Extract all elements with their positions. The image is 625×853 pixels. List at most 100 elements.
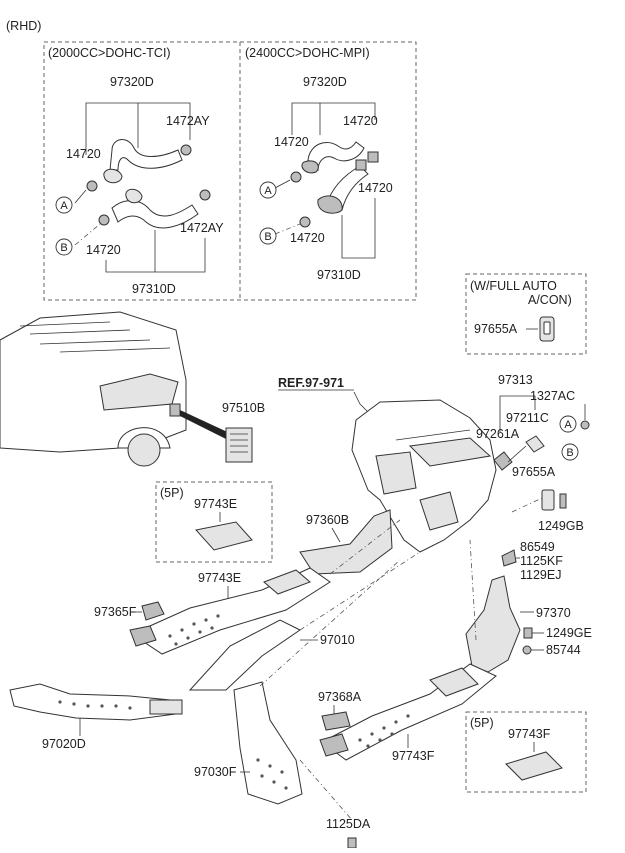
- duct-97360b: [299, 509, 393, 575]
- label-97655a: 97655A: [512, 465, 556, 479]
- vent-97510b-slats: [230, 433, 248, 453]
- fitting-link: [507, 445, 527, 463]
- duct-97370: [465, 575, 521, 673]
- clamp-14720-left-bottom-icon: [98, 214, 110, 226]
- marker-b-right: [259, 227, 277, 245]
- hose-97310d-left: [111, 200, 199, 229]
- label-97261a: 97261A: [476, 427, 520, 441]
- marker-a-left-text: A: [60, 200, 68, 212]
- screw-1125da-icon: [347, 837, 357, 849]
- hose-97320d-left: [109, 139, 183, 171]
- marker-a-unit-text: A: [564, 419, 572, 431]
- engine-boxes: (2000CC>DOHC-TCI) (2400CC>DOHC-MPI): [43, 41, 417, 301]
- label-1327ac: 1327AC: [530, 389, 575, 403]
- sensor-97655a-inner: [543, 321, 551, 335]
- marker-b-unit: [561, 443, 579, 461]
- vent-pointer: [180, 410, 236, 444]
- duct-97020d-outlet: [149, 699, 183, 715]
- ref-line-97030f: [259, 559, 401, 687]
- heater-unit-side: [375, 451, 417, 495]
- label-97365f: 97365F: [94, 605, 137, 619]
- option-box-frame: [465, 273, 587, 355]
- reference-label: REF.97-971: [278, 376, 344, 390]
- five-p-box-f: (5P) 97743F: [465, 711, 587, 793]
- grille-97368a-icon: [321, 711, 351, 731]
- leader-97310d-right: [341, 198, 376, 259]
- label-97010: 97010: [320, 633, 355, 647]
- clamp-14720-left-top-icon: [86, 180, 98, 192]
- hose-end-left-upper: [103, 168, 123, 184]
- five-p-box-e-title: (5P): [160, 486, 184, 500]
- label-97211c: 97211C: [506, 411, 549, 425]
- label-1472ay-top: 1472AY: [166, 114, 210, 128]
- heater-unit-top: [408, 437, 492, 467]
- bolt-86549-icon: [501, 549, 517, 567]
- bolt-1327ac-icon: [580, 420, 590, 430]
- label-97320d-left: 97320D: [110, 75, 154, 89]
- screw-1249gb-icon: [559, 493, 567, 509]
- vehicle-body: [0, 311, 187, 453]
- label-14720-left-top: 14720: [66, 147, 101, 161]
- hose-end-right-lower: [317, 195, 343, 214]
- heater-unit-outlet: [419, 491, 459, 531]
- engine-left-title: (2000CC>DOHC-TCI): [48, 46, 171, 60]
- marker-b-unit-text: B: [566, 447, 573, 459]
- hose-end-left-lower: [125, 188, 143, 204]
- leader-1125da: [299, 759, 353, 821]
- sensor-97655a-main-icon: [541, 489, 555, 511]
- ref-line-97360b: [329, 519, 401, 575]
- vehicle-vent-position: [169, 403, 181, 417]
- leader-marker-b-right: [274, 223, 301, 235]
- option-box-title-1: (W/FULL AUTO: [470, 279, 557, 293]
- duct-97743f-outlet: [429, 667, 479, 697]
- right-heater-hose-group: 97320D 14720 14720 14720 A B 14720 97310…: [259, 75, 393, 282]
- option-box-title-2: A/CON): [528, 293, 572, 307]
- duct-97743f-holes: [358, 714, 410, 748]
- label-97320d-right: 97320D: [303, 75, 347, 89]
- label-1249ge: 1249GE: [546, 626, 592, 640]
- marker-a-right-text: A: [264, 185, 272, 197]
- hose-97320d-right: [307, 141, 365, 172]
- label-85744: 85744: [546, 643, 581, 657]
- leader-marker-b-left: [74, 223, 101, 246]
- label-1472ay-bottom: 1472AY: [180, 221, 224, 235]
- vehicle-rear-window: [99, 373, 179, 411]
- label-97360b: 97360B: [306, 513, 349, 527]
- five-p-box-e: (5P) 97743E: [155, 481, 273, 563]
- label-97368a: 97368A: [318, 690, 362, 704]
- label-97743e: 97743E: [198, 571, 241, 585]
- fitting-97261a-icon: [493, 451, 513, 471]
- label-14720-right-a: 14720: [343, 114, 378, 128]
- vehicle-wheel: [127, 433, 161, 467]
- rear-duct-group: 97360B 97743E 97365F 97010 97020D: [9, 509, 393, 849]
- label-97743e-box: 97743E: [194, 497, 237, 511]
- option-box-part-label: 97655A: [474, 322, 518, 336]
- label-14720-right-d: 14720: [290, 231, 325, 245]
- leader-marker-a-left: [74, 189, 87, 204]
- label-14720-right-b: 14720: [274, 135, 309, 149]
- heater-unit-seam: [395, 429, 471, 441]
- duct-97030f: [233, 681, 303, 805]
- engine-right-title: (2400CC>DOHC-MPI): [245, 46, 370, 60]
- hose-end-right-upper: [301, 160, 319, 174]
- clamp-14720-right-b-icon: [290, 171, 302, 183]
- screw-1249ge-icon: [523, 627, 533, 639]
- grille-97365f-icon: [141, 601, 165, 621]
- ref-line-97370: [469, 539, 477, 641]
- heater-unit-body: [351, 399, 497, 553]
- marker-a-left: [55, 196, 73, 214]
- marker-b-left: [55, 238, 73, 256]
- leader-97655a-main: [511, 497, 543, 513]
- label-1129ej: 1129EJ: [520, 568, 561, 582]
- fitting-97211c-icon: [525, 435, 545, 453]
- label-1125kf: 1125KF: [520, 554, 563, 568]
- leader-97313: [499, 395, 536, 432]
- marker-b-right-text: B: [264, 231, 271, 243]
- clamp-1472ay-top-icon: [180, 144, 192, 156]
- duct-97030f-holes: [256, 758, 288, 790]
- five-p-box-f-frame: [465, 711, 587, 793]
- clamp-1472ay-bottom-icon: [199, 189, 211, 201]
- leader-97320d-right: [291, 102, 376, 135]
- grille-front-left: [129, 625, 157, 647]
